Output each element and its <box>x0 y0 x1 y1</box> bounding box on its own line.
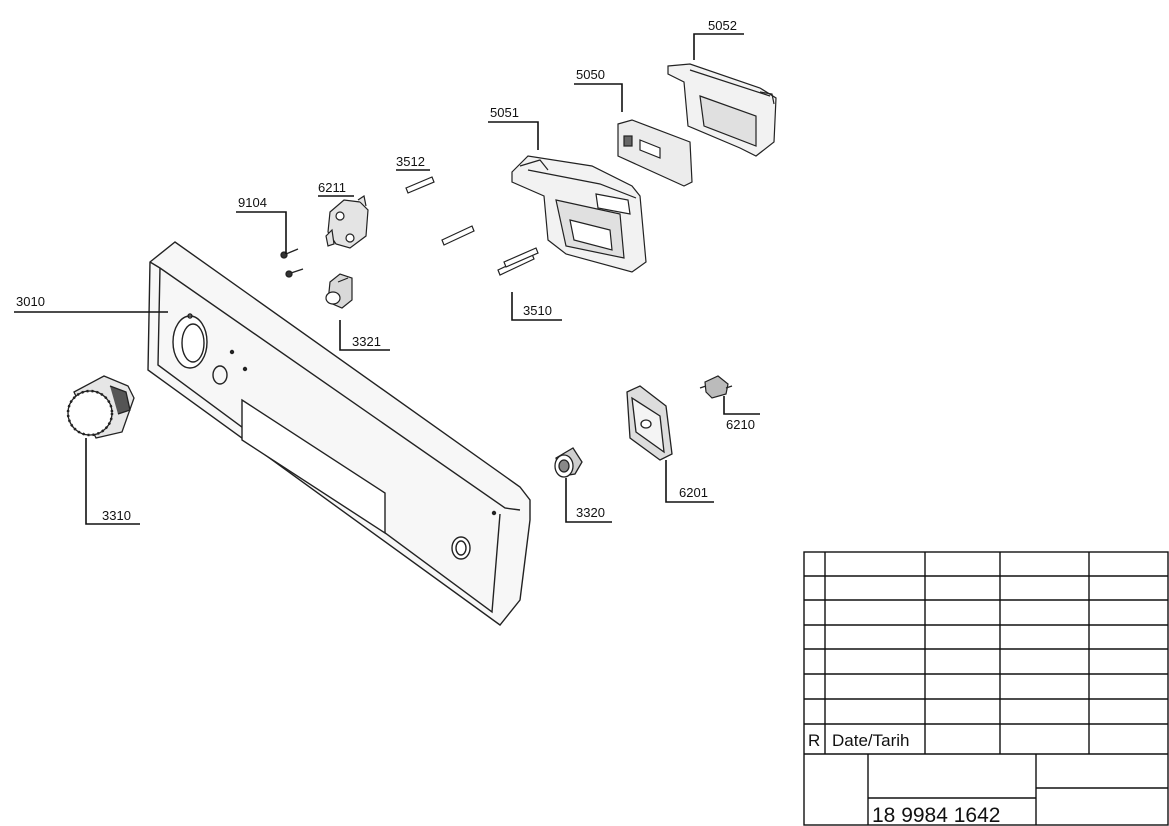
switch-part-6210 <box>699 375 733 399</box>
label-9104: 9104 <box>238 195 267 210</box>
knob-part-3310 <box>66 375 135 439</box>
card-part-5050 <box>617 119 693 187</box>
label-6211: 6211 <box>318 180 346 195</box>
leader-5051 <box>488 121 539 150</box>
leader-3510 <box>511 292 562 321</box>
leader-6210 <box>723 396 760 415</box>
control-panel-part-3010 <box>147 241 531 626</box>
label-3010: 3010 <box>16 294 45 309</box>
label-5051: 5051 <box>490 105 519 120</box>
leader-3321 <box>339 320 390 351</box>
label-3512: 3512 <box>396 154 425 169</box>
screw-part-9104 <box>280 248 304 278</box>
leader-5052 <box>693 33 744 60</box>
bracket-part-5051 <box>511 155 647 273</box>
leader-lines <box>14 33 760 525</box>
leader-9104 <box>236 211 287 254</box>
title-block-frame <box>803 551 1169 826</box>
label-3310: 3310 <box>102 508 131 523</box>
drawing-number: 18 9984 1642 <box>872 804 1000 826</box>
knob-cap-part-3320 <box>554 447 583 478</box>
pin-part-3512 <box>405 176 475 246</box>
pin-part-3510 <box>497 247 539 276</box>
date-label: Date/Tarih <box>832 731 909 750</box>
label-3510: 3510 <box>523 303 552 318</box>
sensor-part-3321 <box>325 273 353 309</box>
switch-part-6211 <box>325 195 369 249</box>
housing-part-5052 <box>667 63 777 157</box>
cover-part-6201 <box>626 385 673 461</box>
revision-letter: R <box>808 731 820 750</box>
label-3320: 3320 <box>576 505 605 520</box>
leader-6201 <box>665 460 714 503</box>
title-block <box>803 551 1169 826</box>
leader-3310 <box>85 438 140 525</box>
label-6210: 6210 <box>726 417 755 432</box>
label-5050: 5050 <box>576 67 605 82</box>
part-labels: 5052 5050 5051 3512 6211 9104 3010 3510 … <box>16 18 755 523</box>
label-5052: 5052 <box>708 18 737 33</box>
label-3321: 3321 <box>352 334 381 349</box>
leader-3320 <box>565 478 612 523</box>
label-6201: 6201 <box>679 485 708 500</box>
leader-5050 <box>574 83 623 112</box>
